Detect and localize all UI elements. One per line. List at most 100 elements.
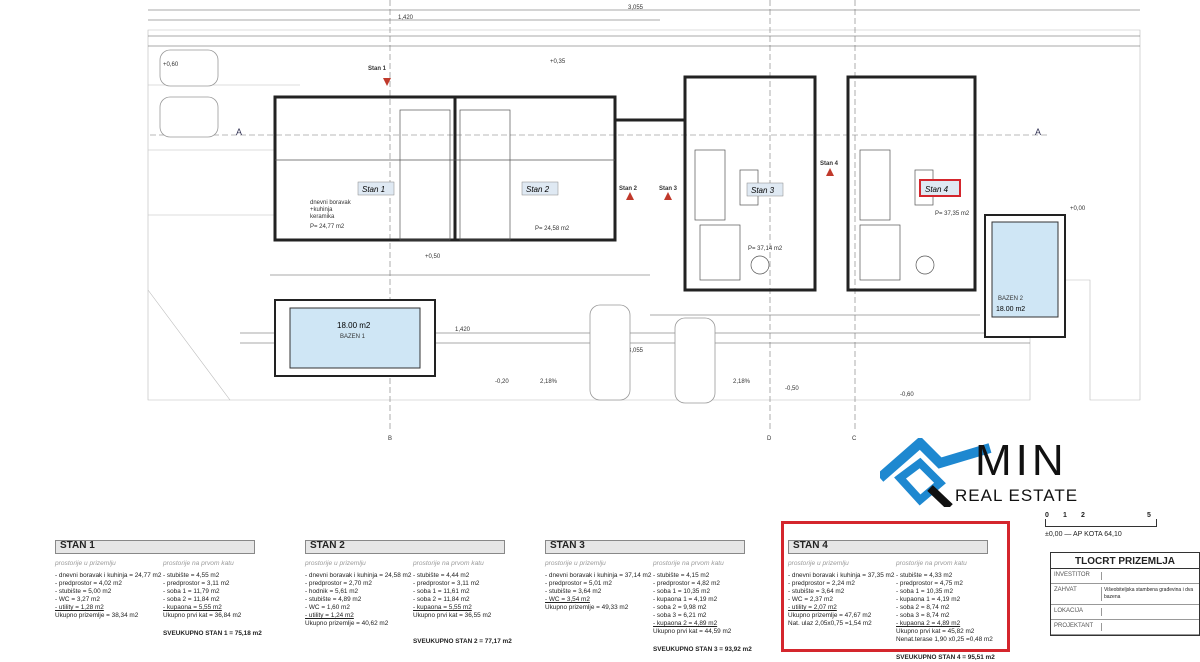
- ap-kota: AP KOTA 64,10: [1072, 531, 1122, 538]
- first-floor-extra: Nenat.terase 1,90 x0,25 =0,48 m2: [896, 636, 993, 643]
- interior: [275, 109, 935, 281]
- tb-key: INVESTITOR: [1054, 572, 1102, 580]
- entry-stan-2: Stan 2: [619, 186, 638, 192]
- tb-key: PROJEKTANT: [1054, 623, 1102, 631]
- ground-room: - hodnik = 5,61 m2: [305, 588, 359, 595]
- ground-room: - WC = 3,54 m2: [545, 596, 590, 603]
- level-mark: -0,60: [900, 392, 914, 398]
- entry-stan-3: Stan 3: [659, 186, 678, 192]
- table-title: STAN 4: [788, 540, 988, 554]
- first-floor-label: prostorije na prvom katu: [163, 560, 234, 567]
- first-floor-room: - soba 1 = 10,35 m2: [896, 588, 954, 595]
- first-floor-room: - soba 2 = 8,74 m2: [896, 604, 950, 611]
- stan-3-table: STAN 3 prostorije u prizemlju- dnevni bo…: [545, 540, 790, 654]
- first-floor-room: - soba 2 = 11,84 m2: [163, 596, 220, 603]
- axis-mark-c: C: [852, 436, 857, 442]
- table-title: STAN 3: [545, 540, 745, 554]
- level-zero: ±0,00: [1045, 531, 1063, 538]
- floor-plan: 3,055 1,420 1,420 3,055 B D C A A 18.00 …: [147, 0, 1141, 442]
- ground-room: - dnevni boravak i kuhinja = 24,77 m2: [55, 572, 162, 579]
- pool-1: 18.00 m2 BAZEN 1: [274, 299, 436, 377]
- level-mark: +0,50: [425, 254, 441, 260]
- unit-area-4: P= 37,35 m2: [935, 211, 970, 217]
- tb-key: LOKACIJA: [1054, 608, 1102, 616]
- ground-label: prostorije u prizemlju: [55, 560, 116, 567]
- pool-2-area: 18.00 m2: [996, 306, 1025, 313]
- first-floor-room: - soba 2 = 11,84 m2: [413, 596, 470, 603]
- ground-total: Ukupno prizemlje = 49,33 m2: [545, 604, 629, 611]
- first-floor-total: Ukupno prvi kat = 36,84 m2: [163, 612, 242, 619]
- pool-1-area: 18.00 m2: [337, 321, 371, 330]
- ground-room: - stubište = 5,00 m2: [55, 588, 112, 595]
- first-floor-room: - predprostor = 4,75 m2: [896, 580, 963, 587]
- first-floor-room: - kupaona = 5,55 m2: [413, 604, 472, 611]
- first-floor-room: - soba 1 = 11,61 m2: [413, 588, 470, 595]
- stan-1-table: STAN 1 prostorije u prizemlju- dnevni bo…: [55, 540, 300, 638]
- unit-area-1: P= 24,77 m2: [310, 224, 345, 230]
- tb-key: ZAHVAT: [1054, 587, 1102, 601]
- pool-2-name: BAZEN 2: [998, 296, 1024, 302]
- first-floor-room: - kupaona 2 = 4,89 m2: [653, 620, 718, 627]
- unit-label-4: Stan 4: [925, 185, 949, 194]
- unit-label-1: Stan 1: [362, 185, 385, 194]
- level-marks: +0,60 +0,35 +0,50 -0,20 -0,50 -0,60 +0,0…: [163, 59, 1086, 398]
- logo-house-icon: [880, 438, 992, 507]
- dim-left-bottom: 1,420: [455, 327, 471, 333]
- grand-total: SVEUKUPNO STAN 2 = 77,17 m2: [413, 638, 512, 645]
- scale-bar: 0 1 2 5 ±0,00 — AP KOTA 64,10: [1045, 512, 1157, 538]
- pool-1-name: BAZEN 1: [340, 334, 366, 340]
- room-desc-1: dnevni boravak: [310, 200, 352, 206]
- stan-4-highlight: [781, 521, 1010, 652]
- ground-label: prostorije u prizemlju: [545, 560, 606, 567]
- slope-mark: 2,18%: [540, 379, 558, 385]
- parked-cars: [159, 49, 716, 404]
- level-mark: -0,20: [495, 379, 509, 385]
- first-floor-total: Ukupno prvi kat = 45,82 m2: [896, 628, 975, 635]
- dim-left-top: 1,420: [398, 15, 414, 21]
- first-floor-room: - kupaona 2 = 4,89 m2: [896, 620, 961, 627]
- ground-room: - predprostor = 5,01 m2: [545, 580, 612, 587]
- ground-room: - utility = 1,28 m2: [55, 604, 104, 611]
- level-mark: -0,50: [785, 386, 799, 392]
- first-floor-room: - predprostor = 3,11 m2: [413, 580, 480, 587]
- slope-mark: 2,18%: [733, 379, 751, 385]
- ground-room: - predprostor = 2,24 m2: [788, 580, 855, 587]
- level-mark: +0,60: [163, 62, 179, 68]
- scale-tick: 1: [1063, 512, 1067, 519]
- ground-room: - dnevni boravak i kuhinja = 37,35 m2: [788, 572, 895, 579]
- scale-tick: 2: [1081, 512, 1085, 519]
- first-floor-room: - soba 1 = 11,79 m2: [163, 588, 220, 595]
- ground-room: - predprostor = 2,70 m2: [305, 580, 372, 587]
- ground-room: - utility = 2,07 m2: [788, 604, 837, 611]
- ground-total: Ukupno prizemlje = 38,34 m2: [55, 612, 139, 619]
- first-floor-label: prostorije na prvom katu: [896, 560, 967, 567]
- ground-room: - utility = 1,24 m2: [305, 612, 354, 619]
- drawing-title: TLOCRT PRIZEMLJA: [1051, 553, 1199, 569]
- level-mark: +0,00: [1070, 206, 1086, 212]
- first-floor-total: Ukupno prvi kat = 44,59 m2: [653, 628, 732, 635]
- ground-room: - stubište = 3,64 m2: [788, 588, 845, 595]
- section-mark-a-left: A: [236, 127, 242, 137]
- first-floor-label: prostorije na prvom katu: [413, 560, 484, 567]
- ground-label: prostorije u prizemlju: [788, 560, 849, 567]
- grand-total: SVEUKUPNO STAN 3 = 93,92 m2: [653, 646, 752, 653]
- unit-labels: Stan 1 Stan 2 Stan 3 Stan 4 P= 24,77 m2 …: [310, 179, 970, 252]
- first-floor-room: - soba 1 = 10,35 m2: [653, 588, 711, 595]
- first-floor-room: - stubište = 4,44 m2: [413, 572, 470, 579]
- first-floor-label: prostorije na prvom katu: [653, 560, 724, 567]
- first-floor-room: - kupaona 1 = 4,19 m2: [896, 596, 961, 603]
- first-floor-room: - predprostor = 3,11 m2: [163, 580, 230, 587]
- entry-stan-1: Stan 1: [368, 66, 387, 72]
- unit-area-3: P= 37,14 m2: [748, 246, 783, 252]
- first-floor-room: - kupaona 1 = 4,19 m2: [653, 596, 718, 603]
- axis-mark-b: B: [388, 436, 392, 442]
- unit-label-3: Stan 3: [751, 186, 775, 195]
- first-floor-room: - stubište = 4,33 m2: [896, 572, 953, 579]
- first-floor-room: - kupaona = 5,55 m2: [163, 604, 222, 611]
- entry-stan-4: Stan 4: [820, 161, 839, 167]
- unit-label-2: Stan 2: [526, 185, 550, 194]
- ground-room: - WC = 1,60 m2: [305, 604, 350, 611]
- logo-name: MIN: [975, 436, 1068, 485]
- dim-total-top: 3,055: [628, 5, 644, 11]
